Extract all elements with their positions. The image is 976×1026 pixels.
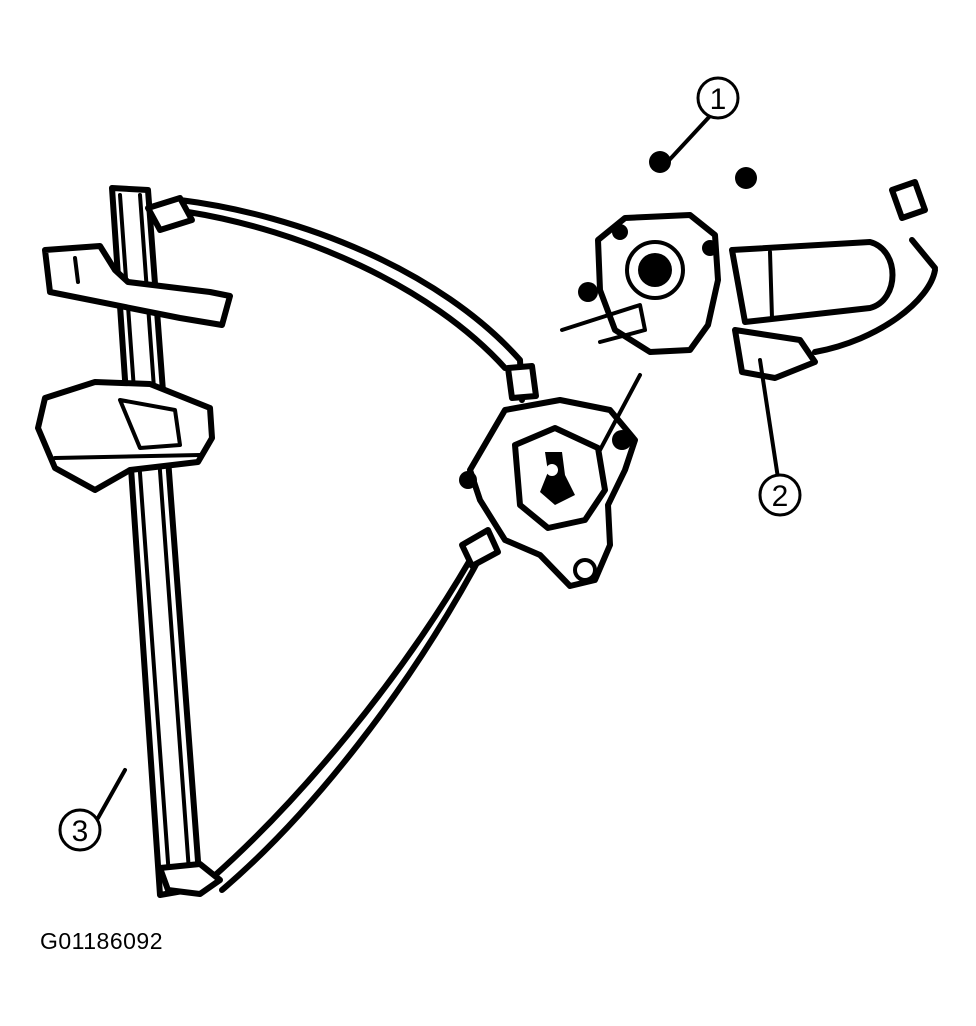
leader-lines	[96, 114, 780, 820]
callout-3-label: 3	[72, 815, 89, 848]
callout-2: 2	[758, 473, 802, 517]
window-motor	[560, 179, 938, 381]
callout-2-label: 2	[772, 480, 789, 513]
motor-mounting-bolts	[578, 151, 757, 302]
upper-cable	[145, 195, 539, 403]
figure-id: G01186092	[40, 928, 164, 954]
lower-cable	[157, 527, 501, 897]
callout-1: 1	[696, 76, 740, 120]
cable-drum-housing	[459, 397, 638, 589]
callout-1-label: 1	[710, 83, 727, 116]
upper-glass-bracket	[42, 243, 233, 328]
callout-3: 3	[58, 808, 102, 852]
glass-carrier-plate	[35, 379, 215, 493]
